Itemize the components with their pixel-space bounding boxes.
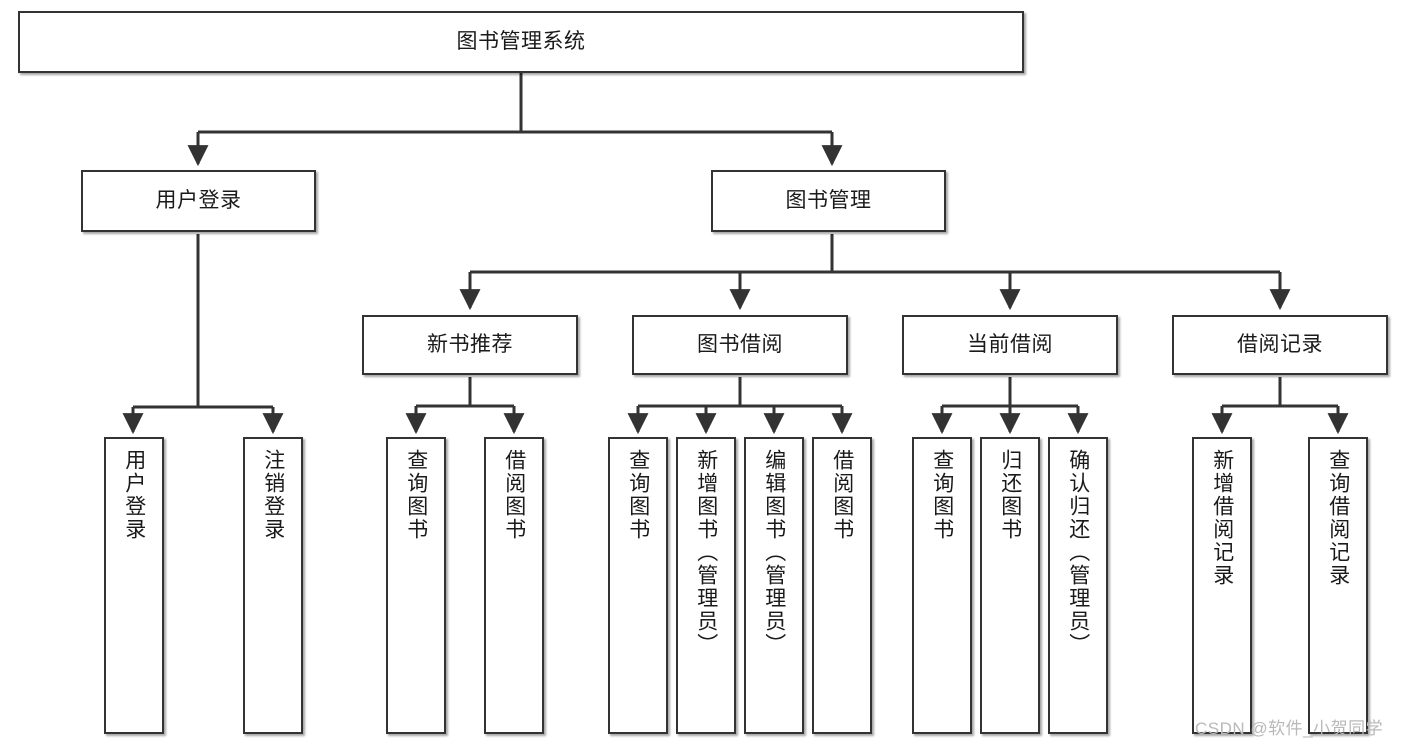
node-user-login-label: 用户登录 [155, 188, 242, 212]
node-leaf-query-record[interactable]: 查询借阅记录 [1308, 437, 1368, 734]
node-book-borrow[interactable]: 图书借阅 [632, 315, 848, 375]
node-leaf-query-book-1-label: 查询图书 [404, 449, 428, 541]
node-user-login[interactable]: 用户登录 [81, 170, 316, 232]
node-leaf-confirm-return[interactable]: 确认归还（管理员） [1048, 437, 1108, 734]
node-leaf-query-book-2-label: 查询图书 [626, 449, 650, 541]
watermark-text: CSDN @软件_小贺同学 [1195, 719, 1384, 738]
node-book-manage-label: 图书管理 [785, 188, 872, 212]
node-leaf-add-record[interactable]: 新增借阅记录 [1192, 437, 1252, 734]
node-leaf-edit-book[interactable]: 编辑图书（管理员） [744, 437, 804, 734]
node-leaf-add-record-label: 新增借阅记录 [1210, 449, 1234, 587]
node-leaf-logout[interactable]: 注销登录 [243, 437, 303, 734]
node-leaf-confirm-return-label: 确认归还（管理员） [1066, 449, 1090, 656]
node-leaf-query-book-3[interactable]: 查询图书 [912, 437, 972, 734]
node-leaf-borrow-book-2-label: 借阅图书 [830, 449, 854, 541]
node-new-book-rec[interactable]: 新书推荐 [362, 315, 578, 375]
node-book-borrow-label: 图书借阅 [697, 332, 783, 356]
node-leaf-query-book-1[interactable]: 查询图书 [386, 437, 446, 734]
node-borrow-record-label: 借阅记录 [1237, 332, 1323, 356]
node-root-label: 图书管理系统 [456, 29, 586, 53]
node-leaf-return-book-label: 归还图书 [998, 449, 1022, 541]
node-leaf-edit-book-label: 编辑图书（管理员） [762, 449, 786, 656]
node-leaf-query-book-2[interactable]: 查询图书 [608, 437, 668, 734]
node-leaf-borrow-book-1-label: 借阅图书 [502, 449, 526, 541]
node-leaf-query-record-label: 查询借阅记录 [1326, 449, 1350, 587]
node-leaf-user-login-label: 用户登录 [122, 449, 146, 541]
node-leaf-add-book-label: 新增图书（管理员） [694, 449, 718, 656]
node-current-borrow-label: 当前借阅 [967, 332, 1053, 356]
node-new-book-rec-label: 新书推荐 [427, 332, 513, 356]
node-leaf-query-book-3-label: 查询图书 [930, 449, 954, 541]
node-book-manage[interactable]: 图书管理 [711, 170, 946, 232]
node-leaf-user-login[interactable]: 用户登录 [104, 437, 164, 734]
node-borrow-record[interactable]: 借阅记录 [1172, 315, 1388, 375]
node-current-borrow[interactable]: 当前借阅 [902, 315, 1118, 375]
node-leaf-borrow-book-2[interactable]: 借阅图书 [812, 437, 872, 734]
node-root[interactable]: 图书管理系统 [18, 11, 1024, 73]
node-leaf-logout-label: 注销登录 [261, 449, 285, 541]
node-leaf-add-book[interactable]: 新增图书（管理员） [676, 437, 736, 734]
node-leaf-borrow-book-1[interactable]: 借阅图书 [484, 437, 544, 734]
node-leaf-return-book[interactable]: 归还图书 [980, 437, 1040, 734]
